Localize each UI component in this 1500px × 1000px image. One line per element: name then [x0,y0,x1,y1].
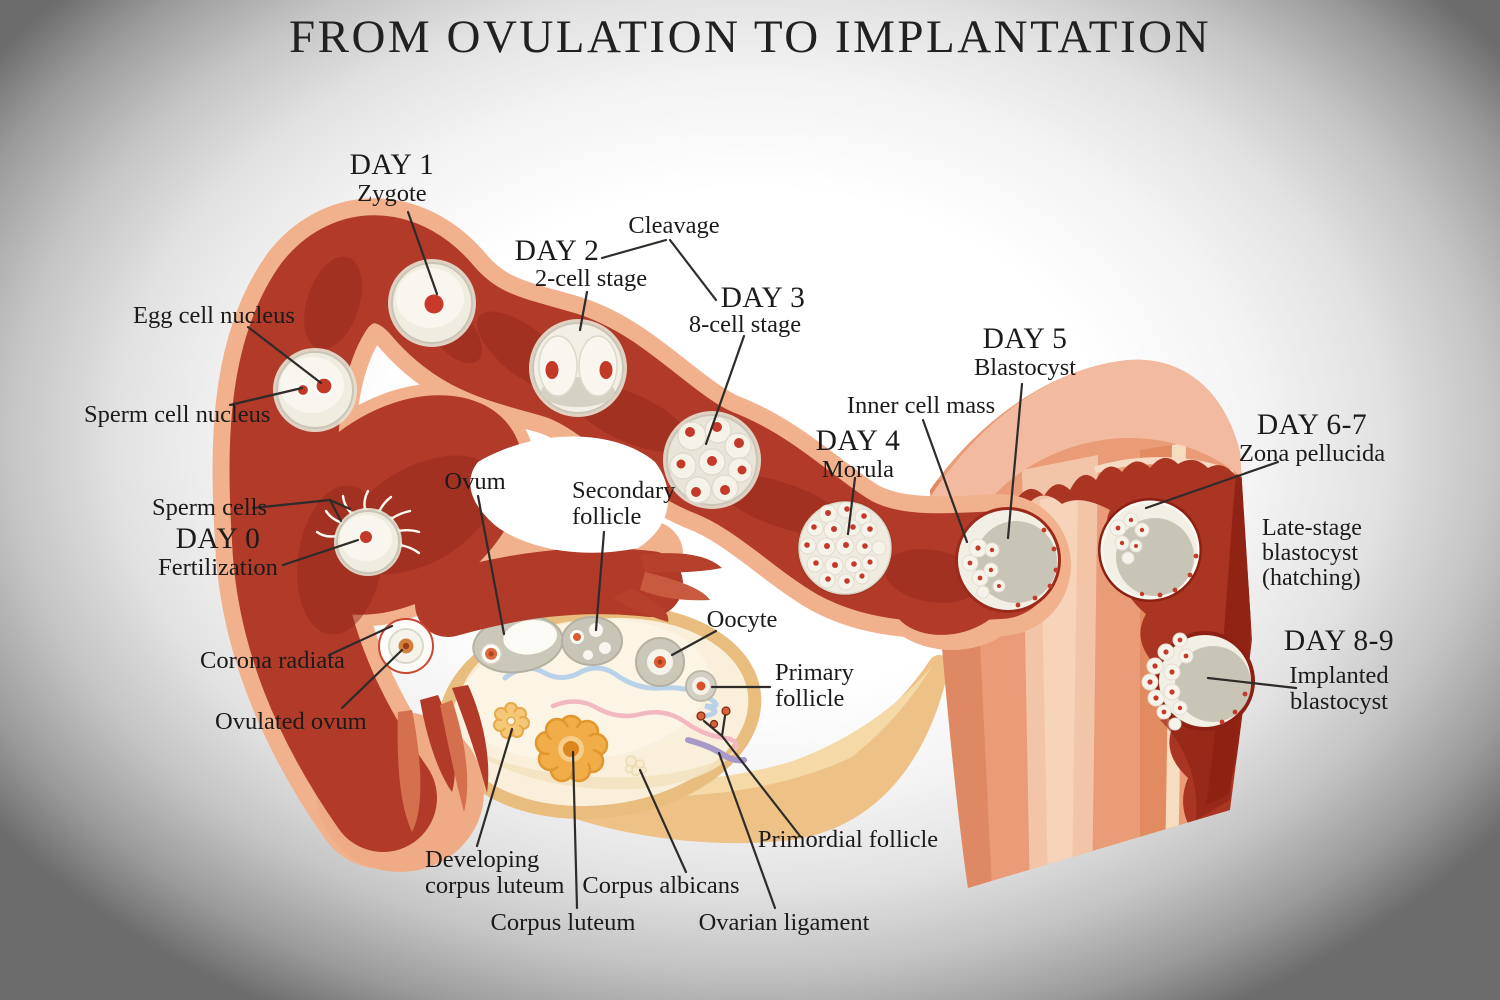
label-day3-name: 8-cell stage [688,311,802,338]
label-ovum: Ovum [444,468,506,495]
label-sperm-cells: Sperm cells [152,494,267,521]
label-corpus-luteum: Corpus luteum [490,909,636,936]
primordial-follicles [696,706,731,729]
implanted-blastocyst [1141,631,1255,731]
day5-name: Blastocyst [973,354,1077,382]
oocyte [635,637,685,687]
label-day0: DAY 0 Fertilization [158,523,278,582]
morula [797,500,893,596]
day0-heading: DAY 0 [175,523,261,555]
ovulated-ovum [378,618,434,674]
page-title: FROM OVULATION TO IMPLANTATION [288,11,1212,63]
label-primary-follicle: Primary follicle [775,659,854,712]
day1-heading: DAY 1 [349,149,435,181]
label-day8-9: DAY 8-9 Implanted blastocyst [1278,625,1400,716]
graafian-follicle [472,614,564,674]
two-cell-stage [529,319,627,417]
label-sperm-cell-nucleus: Sperm cell nucleus [84,401,271,428]
label-secondary-follicle: Secondary follicle [572,477,676,530]
label-day5: DAY 5 Blastocyst [973,323,1077,382]
day6-7-name: Zona pellucida [1238,440,1386,468]
fimbriae [346,685,489,832]
label-corpus-albicans: Corpus albicans [582,872,740,899]
zygote [388,259,476,347]
label-day2-heading: DAY 2 [514,235,600,267]
label-day1: DAY 1 Zygote [349,149,435,208]
label-corona-radiata: Corona radiata [200,647,345,674]
eight-cell-stage [663,411,761,509]
label-ovarian-ligament: Ovarian ligament [698,909,870,936]
label-day4: DAY 4 Morula [815,425,901,484]
day8-9-name: Implanted blastocyst [1289,662,1389,716]
label-cleavage: Cleavage [628,212,720,239]
label-day2-name: 2-cell stage [534,265,648,292]
secondary-follicle [561,616,623,666]
label-oocyte: Oocyte [706,606,778,633]
label-developing-corpus-luteum: Developing corpus luteum [425,846,565,899]
uterus [930,359,1252,888]
leader-lines [228,210,1298,910]
fertilization-cell [315,489,421,576]
label-ovulated-ovum: Ovulated ovum [215,708,367,735]
late-stage-blastocyst [1098,498,1202,602]
fertilized-egg [273,348,357,432]
label-late-stage-blastocyst: Late-stage blastocyst (hatching) [1262,515,1362,592]
corpus-albicans [624,755,647,777]
label-primordial-follicle: Primordial follicle [757,826,939,853]
label-day6-7: DAY 6-7 Zona pellucida [1238,409,1386,468]
ovary [438,604,762,820]
day0-name: Fertilization [158,554,278,582]
primary-follicle [685,670,717,702]
day4-name: Morula [821,456,895,484]
label-egg-cell-nucleus: Egg cell nucleus [133,302,295,329]
blastocyst [955,507,1061,613]
day5-heading: DAY 5 [982,323,1068,355]
developing-corpus-luteum [493,702,530,739]
day8-9-heading: DAY 8-9 [1283,625,1395,657]
label-day3-heading: DAY 3 [720,282,806,314]
day1-name: Zygote [357,180,427,208]
day4-heading: DAY 4 [815,425,901,457]
corpus-luteum [534,714,609,783]
label-inner-cell-mass: Inner cell mass [846,392,996,419]
day6-7-heading: DAY 6-7 [1256,409,1368,441]
ovarian-vessels [502,665,747,764]
